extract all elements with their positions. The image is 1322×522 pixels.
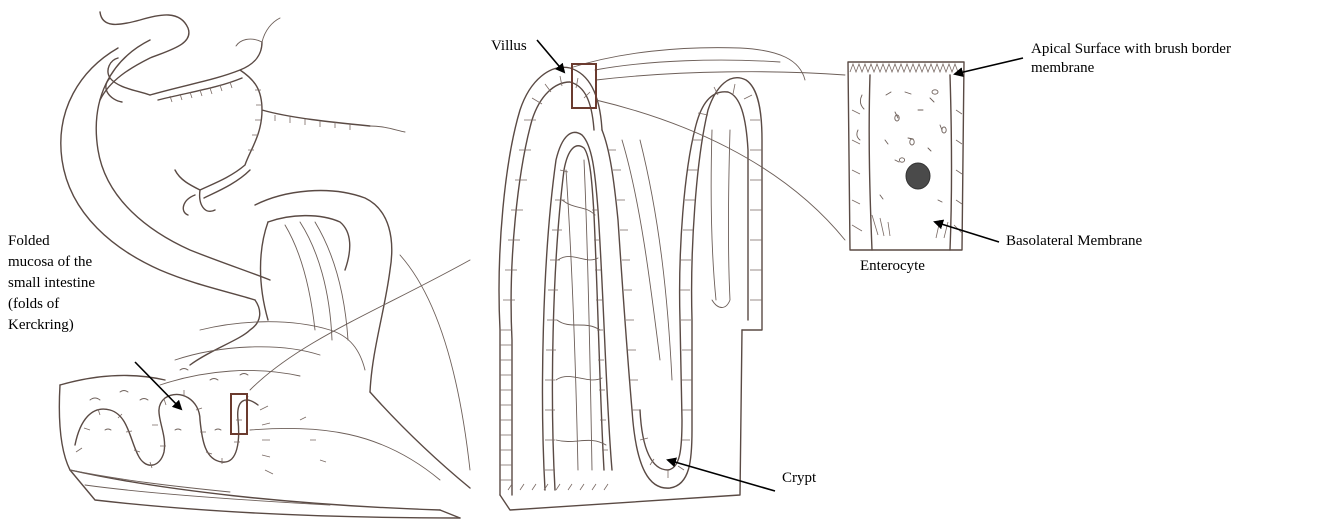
arrow-folded-mucosa [135,362,181,409]
label-enterocyte: Enterocyte [860,256,925,277]
arrow-apical-surface [955,58,1023,74]
arrow-crypt [668,460,775,491]
small-intestine-sketch [59,12,470,518]
arrow-basolateral-membrane [935,222,999,242]
enterocyte-sketch [848,62,964,250]
arrow-villus [537,40,564,72]
label-crypt: Crypt [782,468,816,489]
label-folded-mucosa: Folded mucosa of the small intestine (fo… [8,231,95,336]
villus-sketch [499,48,845,510]
label-apical-surface: Apical Surface with brush border membran… [1031,40,1231,78]
label-basolateral-membrane: Basolateral Membrane [1006,231,1142,252]
label-villus: Villus [491,36,527,57]
